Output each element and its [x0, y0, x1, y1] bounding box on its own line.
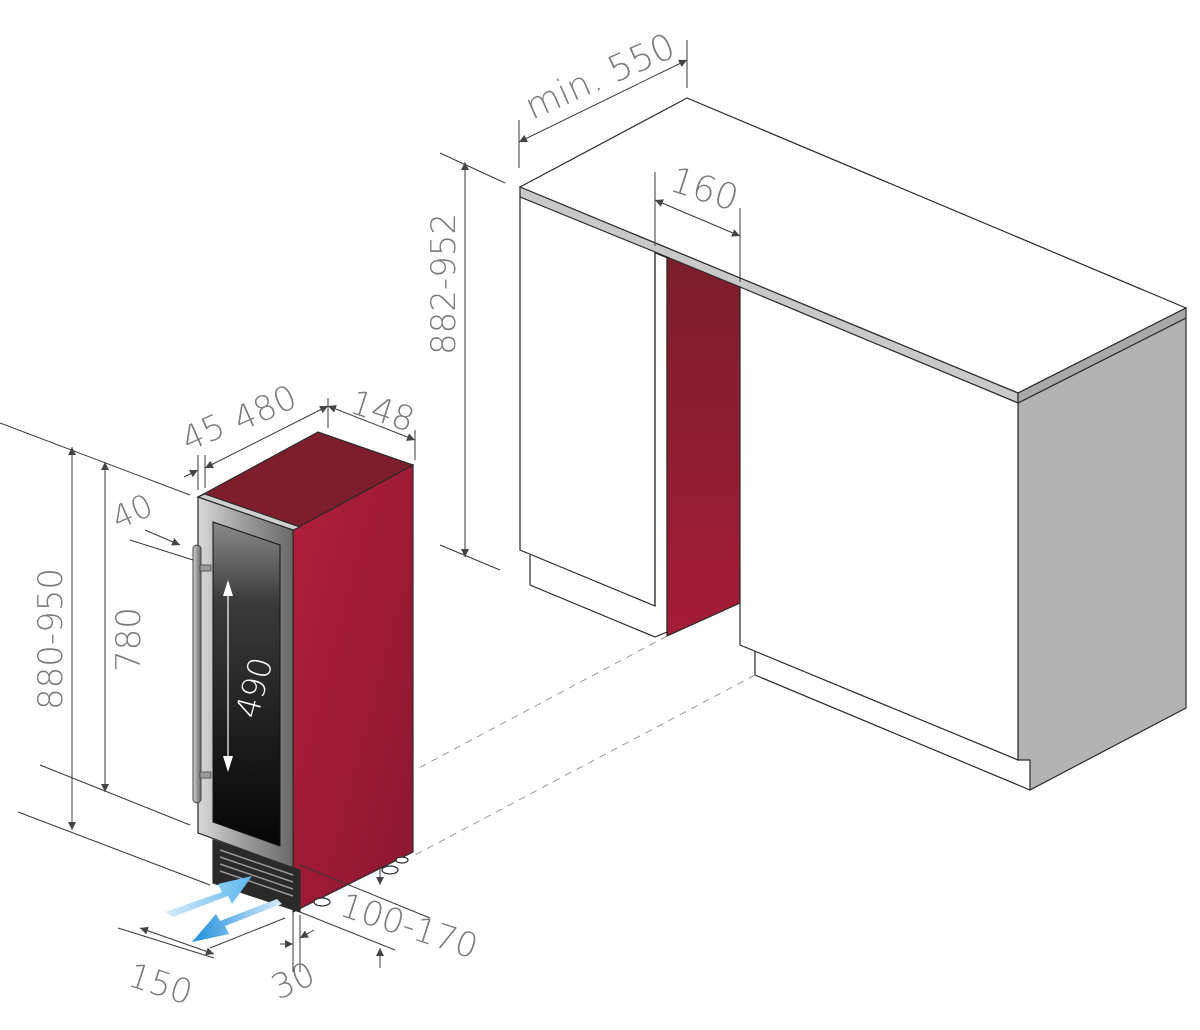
dim-100-170: 100-170 [335, 886, 482, 968]
dim-150: 150 [123, 956, 197, 1014]
air-intake-arrow [165, 876, 252, 917]
appliance-niche [666, 256, 741, 637]
dim-882-952: 882-952 [424, 213, 464, 355]
dim-30: 30 [265, 954, 321, 1008]
wine-cooler [165, 431, 415, 942]
dim-880-950: 880-950 [31, 568, 71, 710]
dim-780: 780 [109, 607, 149, 672]
dim-40: 40 [106, 486, 159, 537]
dim-148: 148 [345, 383, 419, 441]
cooler-side-panel [292, 463, 414, 913]
right-cabinet-door [739, 286, 1019, 761]
dim-480: 480 [227, 377, 303, 440]
kitchen-cabinet [414, 97, 1188, 856]
air-exhaust-arrow [192, 899, 282, 942]
dimension-lines [0, 40, 741, 972]
left-cabinet-door [519, 196, 656, 607]
dim-min-550: min. 550 [519, 26, 681, 128]
door-handle [192, 544, 212, 804]
dim-45: 45 [175, 406, 231, 460]
